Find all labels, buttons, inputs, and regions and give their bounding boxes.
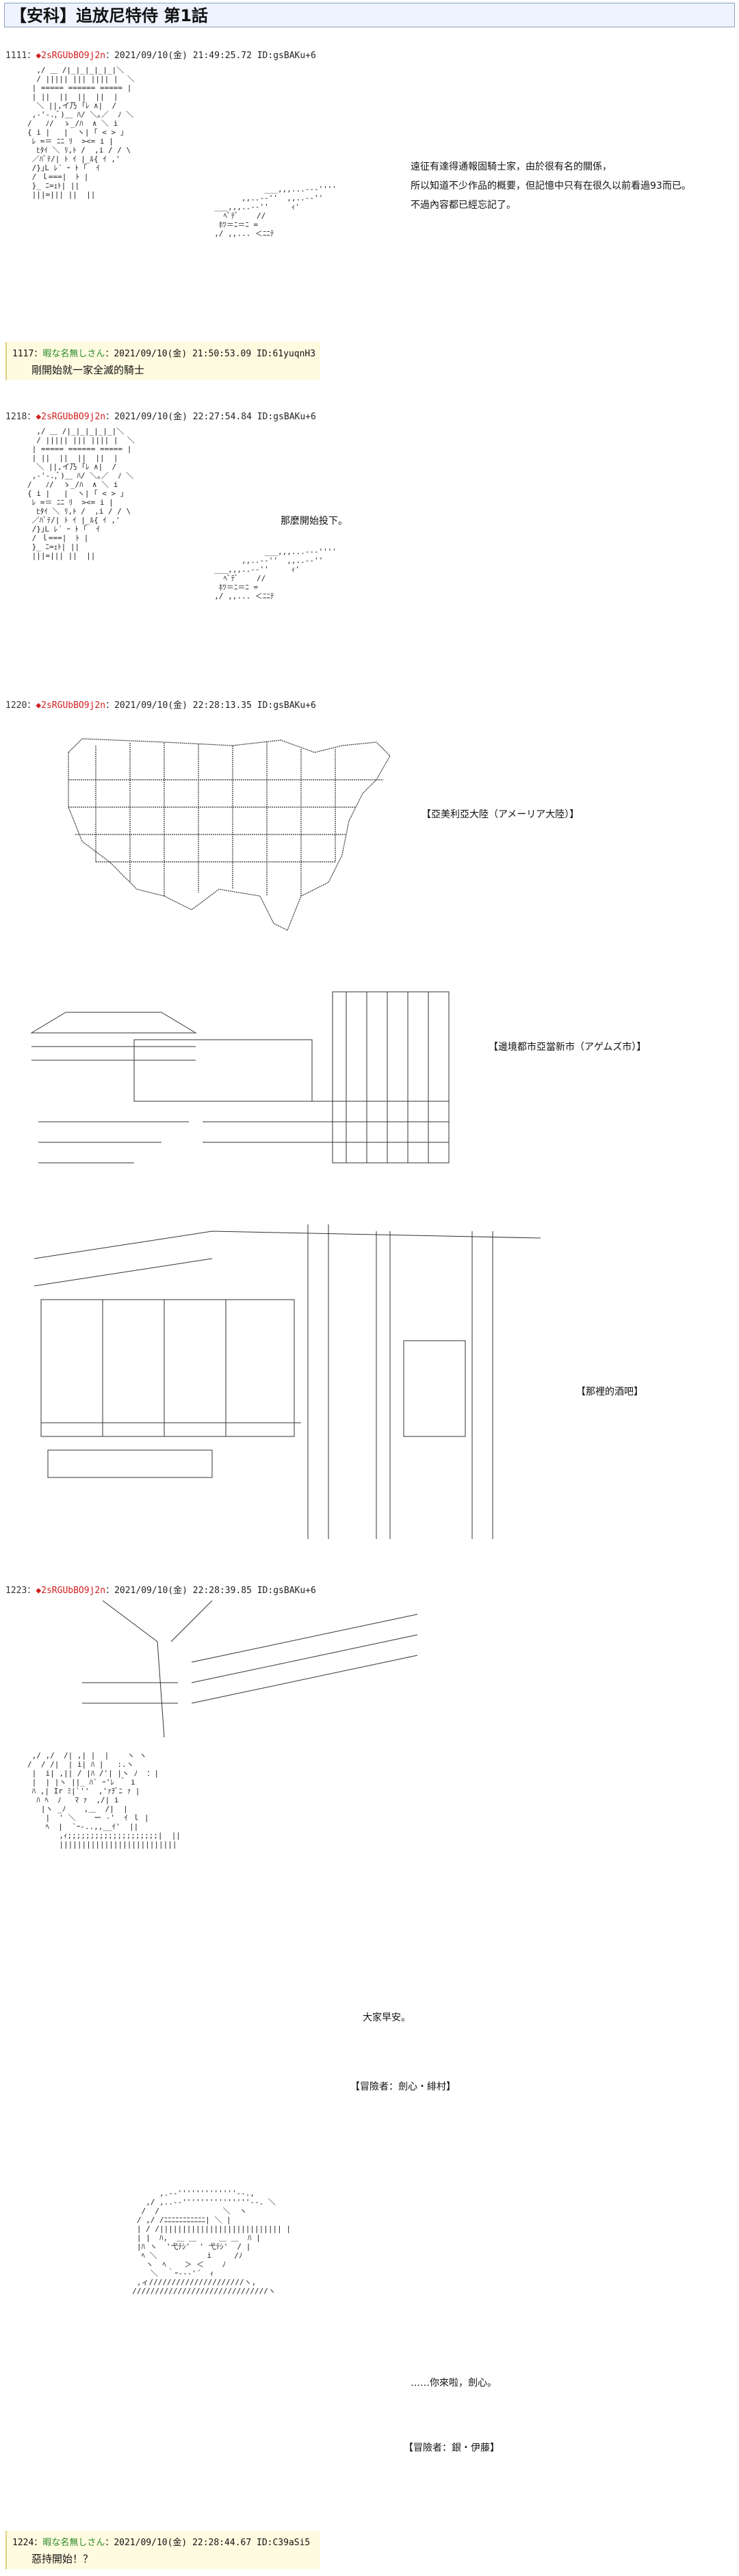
character-caption: 【冒險者：劍心・緋村】	[350, 2081, 456, 2092]
page-title: 【安科】追放尼特侍 第1話	[4, 3, 735, 27]
location-caption: 【邊境都市亞當新市（アゲムズ市）】	[489, 1042, 647, 1053]
knight-ascii-art: ,/ ＿ /|_|_|_|_|_|＼ / ||||| ||| |||| | ＼ …	[27, 66, 135, 199]
reply-body: 惡持開始！？	[31, 2553, 94, 2565]
continent-map-art	[68, 738, 391, 931]
poster-trip[interactable]: ◆2sRGUbBO9j2n	[36, 700, 106, 711]
post-meta: ：2021/09/10(金) 21:49:25.72 ID:gsBAKu+6	[105, 51, 316, 61]
narration-line: 不過內容都已經忘記了。	[411, 200, 516, 211]
knight-ascii-art-lines: ___,,,...---'''' ,,..--'' ,,..--'' ___,,…	[214, 547, 337, 601]
tavern-ascii-art	[34, 1224, 541, 1539]
dialogue-line: ……你來啦，劍心。	[411, 2378, 497, 2389]
post-header: 1223：◆2sRGUbBO9j2n：2021/09/10(金) 22:28:3…	[5, 1586, 316, 1596]
reply-post: 1224：暇な名無しさん：2021/09/10(金) 22:28:44.67 I…	[5, 2531, 320, 2569]
reply-body: 剛開始就一家全滅的騎士	[31, 364, 145, 376]
poster-trip[interactable]: ◆2sRGUbBO9j2n	[36, 412, 106, 422]
character-caption: 【冒險者：銀・伊藤】	[404, 2443, 500, 2454]
poster-trip[interactable]: ◆2sRGUbBO9j2n	[36, 1586, 106, 1596]
reply-author[interactable]: 暇な名無しさん	[42, 349, 105, 359]
reply-author[interactable]: 暇な名無しさん	[42, 2538, 105, 2548]
dialogue-line: 大家早安。	[363, 2012, 411, 2023]
reply-post: 1117：暇な名無しさん：2021/09/10(金) 21:50:53.09 I…	[5, 342, 320, 380]
post-number: 1111：	[5, 51, 36, 61]
narration-line: 所以知道不少作品的概要，但記憶中只有在很久以前看過93而已。	[411, 181, 691, 192]
location-caption: 【那裡的酒吧】	[576, 1386, 643, 1397]
city-ascii-art	[30, 991, 450, 1164]
reply-header: 1117：暇な名無しさん：2021/09/10(金) 21:50:53.09 I…	[12, 349, 316, 359]
post-header: 1111：◆2sRGUbBO9j2n：2021/09/10(金) 21:49:2…	[5, 48, 316, 61]
gin-ascii-art: ,.-‐'''''''''''''‐-., ,/ ,..-‐''''''''''…	[132, 2189, 291, 2296]
narration-line: 遠征有達得通報固騎士家，由於很有名的關係，	[411, 161, 612, 172]
knight-ascii-art-lines: ___,,,...---'''' ,,..--'' ,,..--'' ___,,…	[214, 185, 337, 238]
kenshin-ascii-art: ,/ ,/ /| ,| | | ヽ ヽ / / /| | i| ﾊ | :.ヽ …	[27, 1751, 181, 1849]
tavern-corner-art	[82, 1601, 418, 1737]
poster-trip[interactable]: ◆2sRGUbBO9j2n	[36, 51, 106, 61]
post-header: 1220：◆2sRGUbBO9j2n：2021/09/10(金) 22:28:1…	[5, 700, 316, 711]
knight-ascii-art: ,/ ＿ /|_|_|_|_|_|＼ / ||||| ||| |||| | ＼ …	[27, 427, 135, 560]
narration-line: 那麼開始投下。	[281, 516, 348, 527]
post-header: 1218：◆2sRGUbBO9j2n：2021/09/10(金) 22:27:5…	[5, 412, 316, 422]
location-caption: 【亞美利亞大陸（アメーリア大陸）】	[422, 809, 580, 820]
reply-header: 1224：暇な名無しさん：2021/09/10(金) 22:28:44.67 I…	[12, 2538, 311, 2548]
